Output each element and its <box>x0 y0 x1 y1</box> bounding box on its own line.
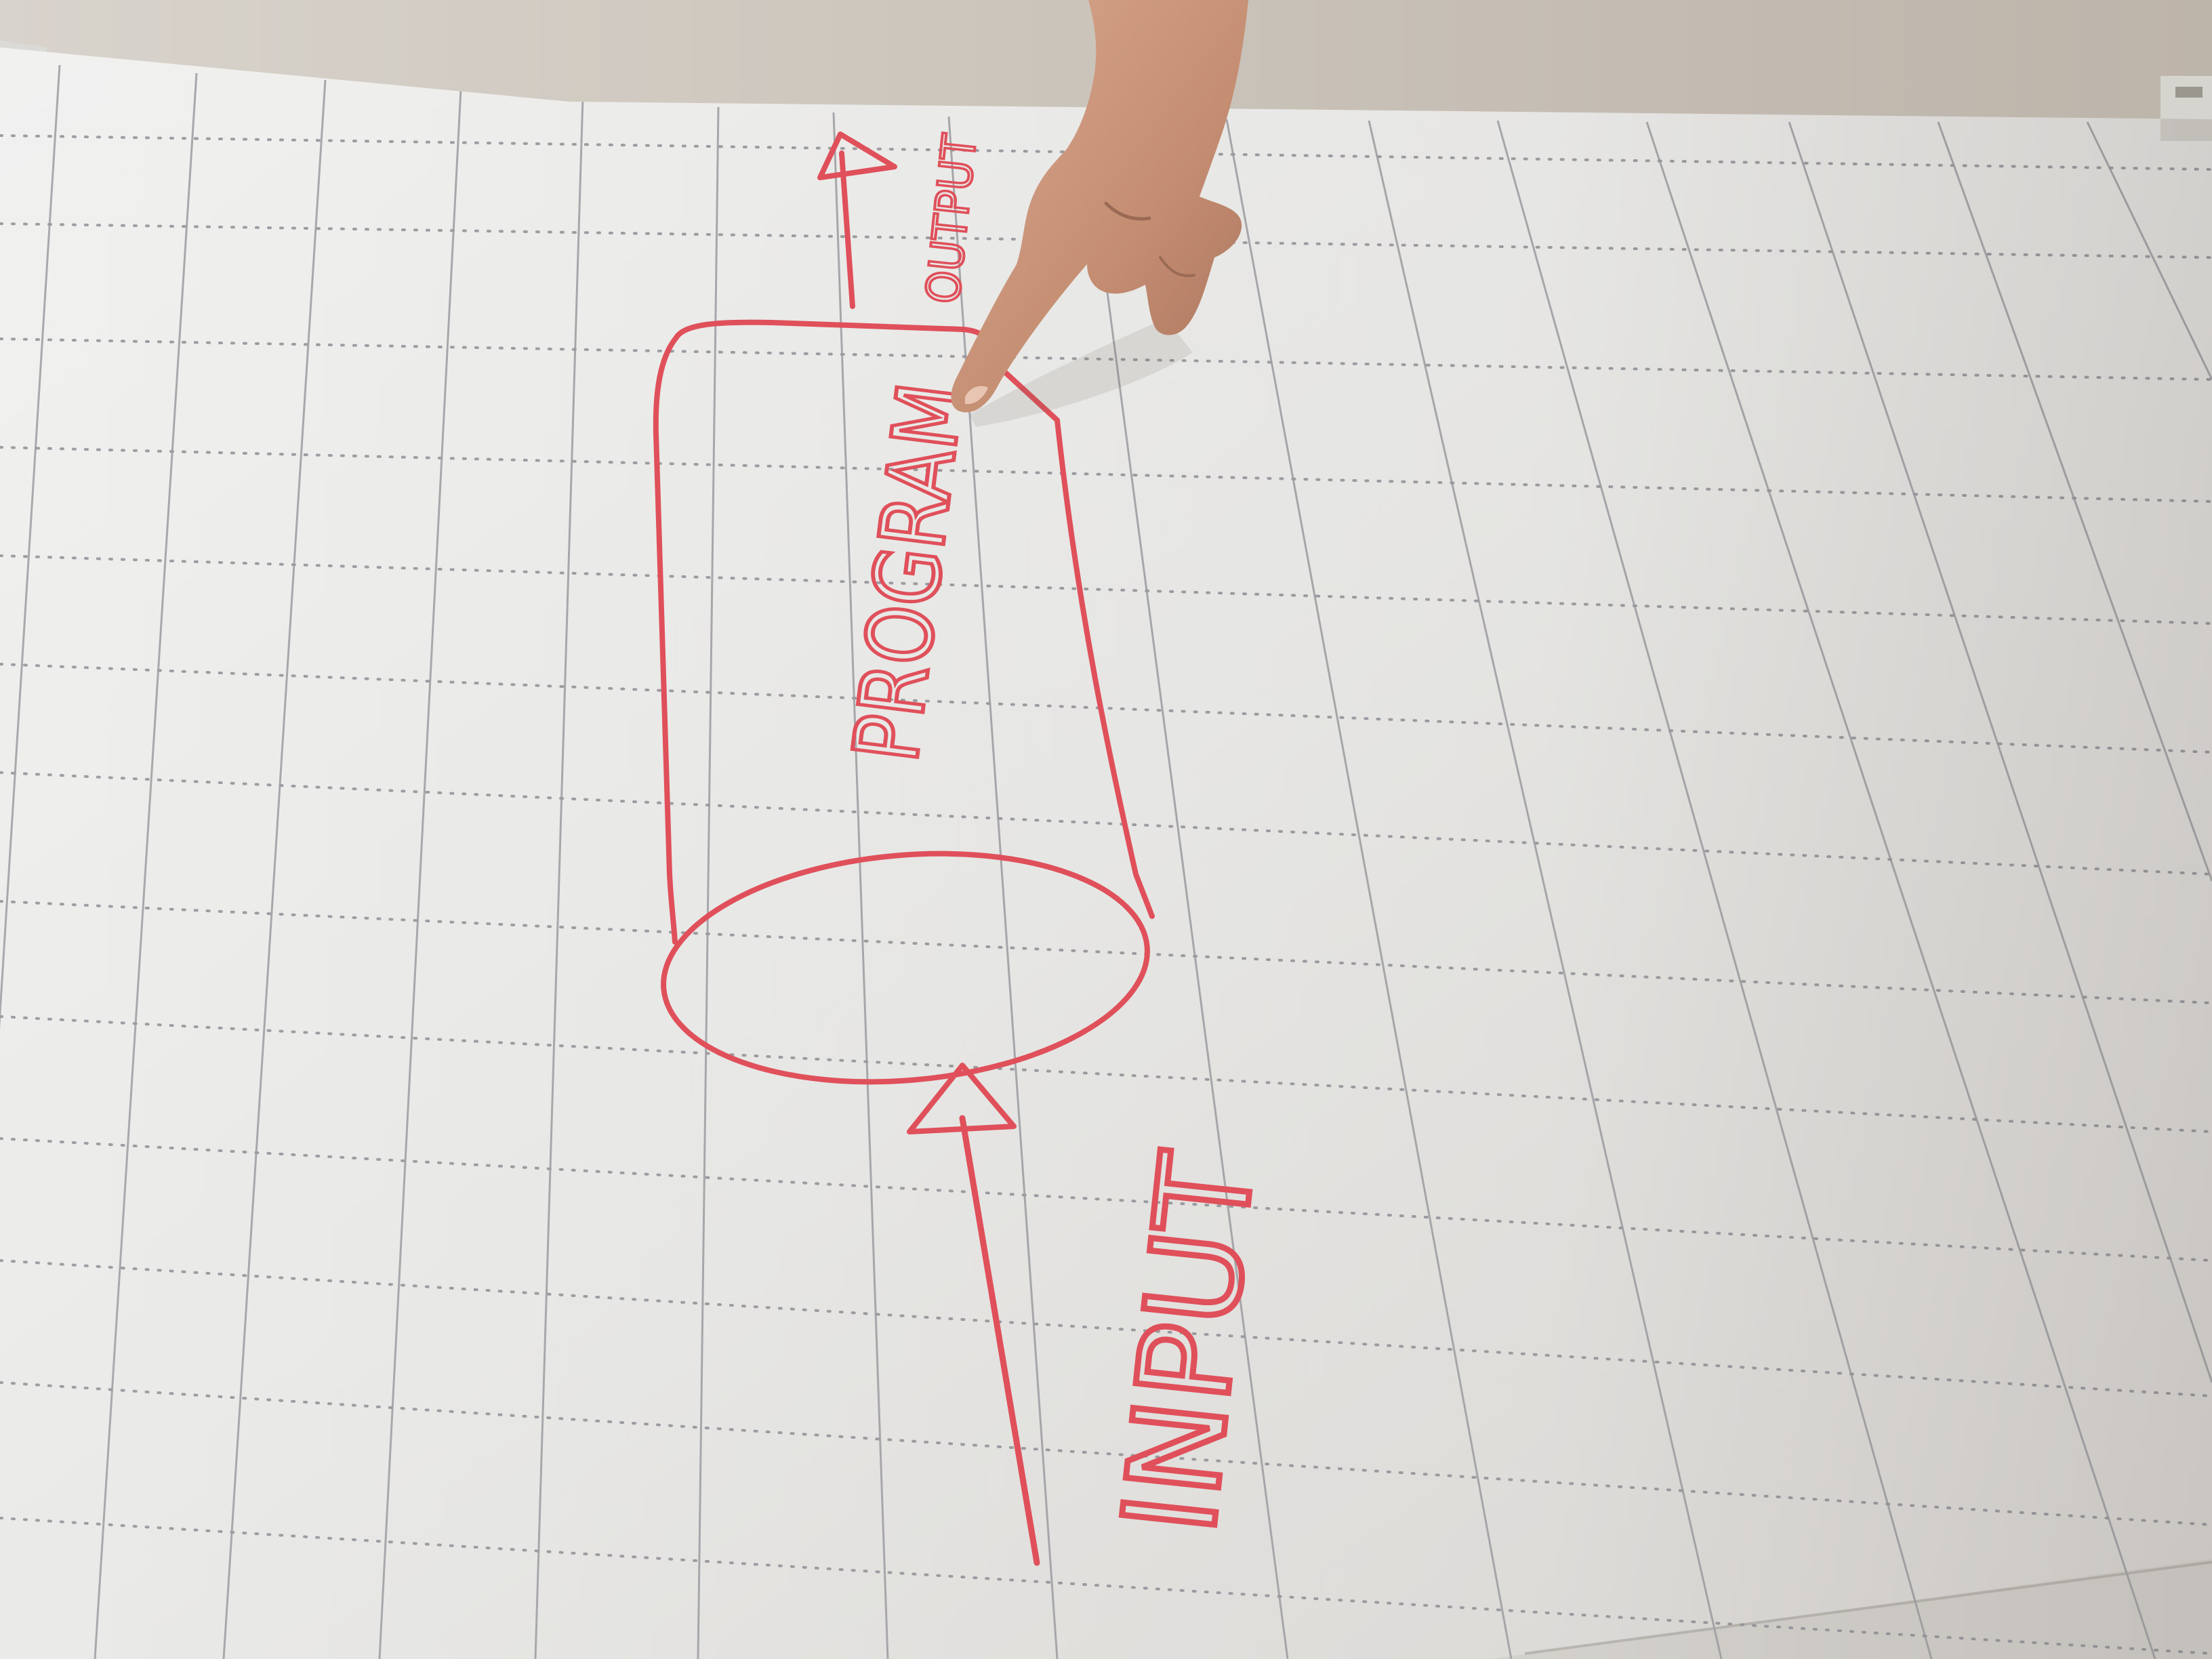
hand-body <box>951 0 1248 413</box>
cylinder-right-edge <box>988 356 1155 919</box>
output-arrow-head <box>817 131 897 180</box>
hand-shadow <box>969 319 1193 427</box>
finger-crease <box>1159 256 1195 277</box>
input-arrow-head <box>907 1063 1017 1134</box>
pointing-hand <box>951 0 1248 427</box>
fingernail <box>965 386 988 405</box>
cylinder-bottom-ellipse <box>661 851 1150 1085</box>
input-arrow-shaft <box>959 1115 1040 1566</box>
output-arrow-shaft <box>839 150 855 309</box>
paper-shading <box>0 47 2212 1659</box>
knuckle-crease <box>1104 201 1151 221</box>
clip-tab-slot <box>2175 87 2203 98</box>
cylinder-left-edge <box>653 335 679 945</box>
